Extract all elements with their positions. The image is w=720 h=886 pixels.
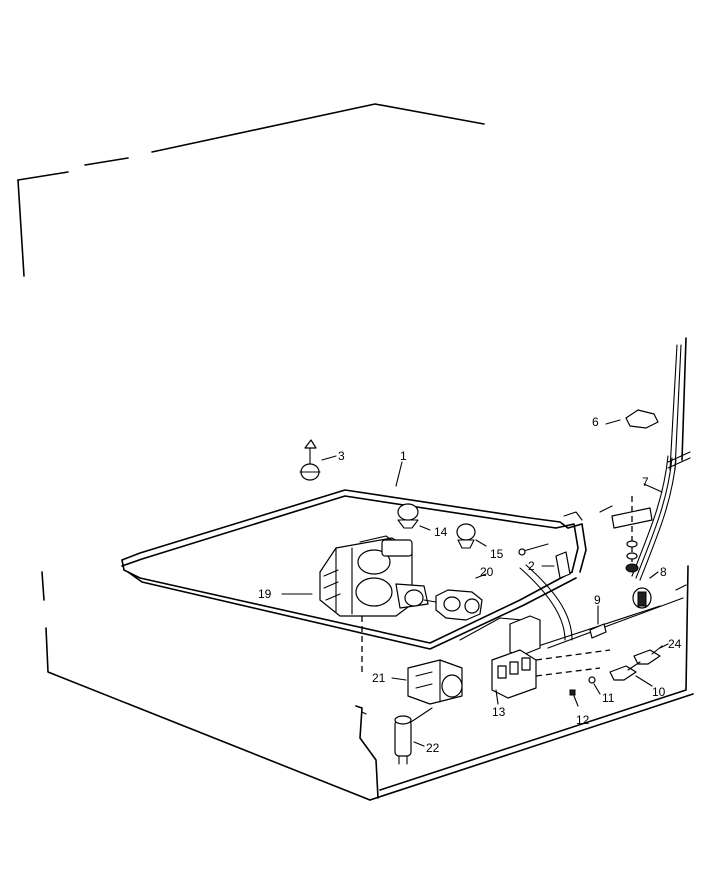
callout-15: 15 [490, 547, 504, 561]
leader-lines [281, 419, 669, 747]
callouts: 3 1 14 15 19 20 2 6 7 8 9 24 10 11 12 13… [258, 415, 682, 755]
callout-3: 3 [338, 449, 345, 463]
callout-11: 11 [602, 691, 615, 705]
callout-20: 20 [480, 565, 494, 579]
callout-9: 9 [594, 593, 601, 607]
callout-10: 10 [652, 685, 666, 699]
tubing-harness [631, 451, 691, 581]
part-24-connector [633, 645, 663, 665]
part-22-capacitor [394, 707, 433, 765]
part-19-pump-motor [319, 535, 429, 672]
part-bracket-washers [599, 496, 653, 573]
callout-24: 24 [668, 637, 682, 651]
callout-1: 1 [400, 449, 407, 463]
part-10-connector [609, 661, 641, 681]
part-11-screw [588, 676, 596, 684]
part-20-valve [423, 589, 483, 621]
part-14-sensor [397, 503, 419, 529]
part-21-box [407, 659, 463, 705]
callout-19: 19 [258, 587, 272, 601]
heating-element [121, 489, 587, 650]
callout-12: 12 [576, 713, 590, 727]
cabinet-outline [17, 103, 694, 801]
callout-2: 2 [528, 559, 535, 573]
callout-8: 8 [660, 565, 667, 579]
callout-14: 14 [434, 525, 448, 539]
part-15-sensor [456, 523, 476, 549]
hose [459, 564, 573, 641]
callout-6: 6 [592, 415, 599, 429]
part-9-clip [589, 623, 607, 639]
part-3-probe [299, 439, 321, 481]
callout-21: 21 [372, 671, 386, 685]
part-2-fitting [518, 543, 571, 579]
part-13-terminal-block [491, 615, 611, 699]
callout-7: 7 [642, 475, 649, 489]
callout-13: 13 [492, 705, 506, 719]
part-8-switch [632, 587, 652, 609]
part-12-screw [569, 689, 576, 696]
part-6-clip [625, 409, 659, 429]
base-frame [355, 565, 689, 799]
callout-22: 22 [426, 741, 440, 755]
